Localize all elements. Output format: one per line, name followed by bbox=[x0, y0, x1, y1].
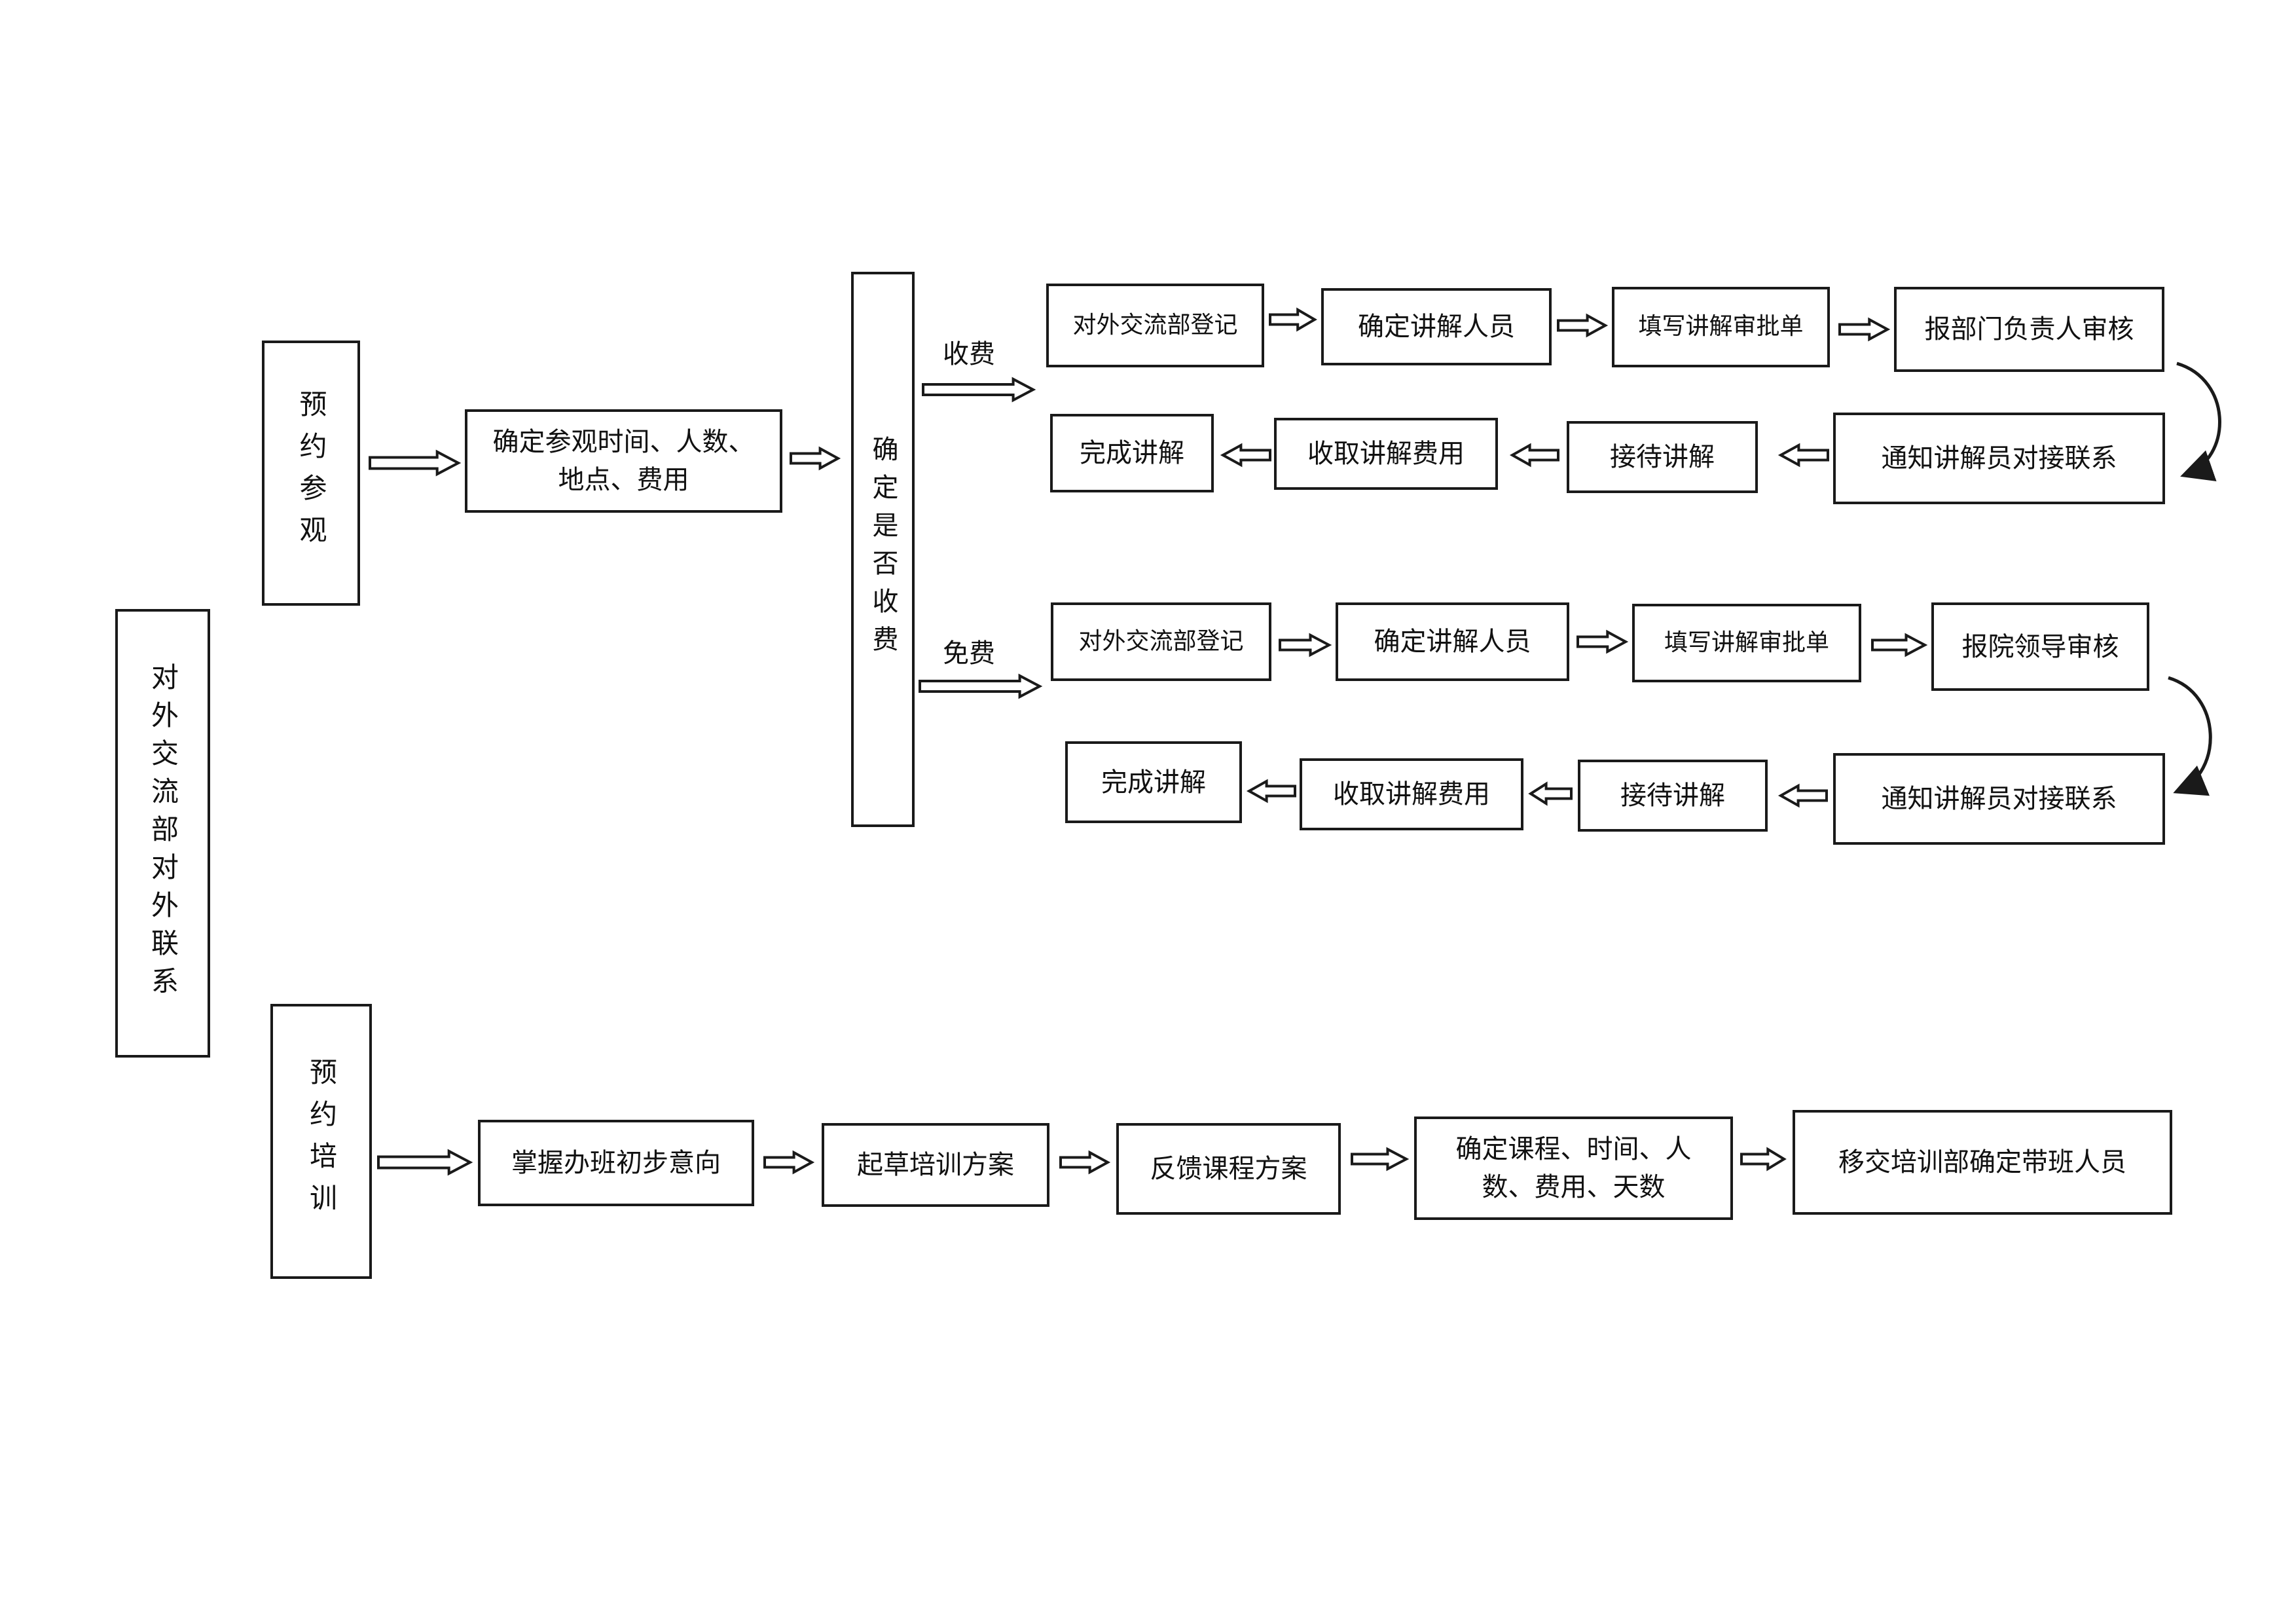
paid-form-to-review-arrow bbox=[1838, 317, 1891, 342]
training-feedback-box: 反馈课程方案 bbox=[1116, 1123, 1341, 1215]
feedback-to-confirm-arrow bbox=[1351, 1147, 1410, 1172]
training-draft-plan-label: 起草培训方案 bbox=[857, 1150, 1014, 1180]
free-leader-review-box: 报院领导审核 bbox=[1931, 602, 2149, 691]
paid-collect-fee-box: 收取讲解费用 bbox=[1274, 418, 1498, 490]
training-confirm-course-label: 确定课程、时间、人数、费用、天数 bbox=[1455, 1134, 1692, 1202]
intent-to-draft-arrow bbox=[763, 1150, 815, 1175]
free-register-box: 对外交流部登记 bbox=[1051, 602, 1271, 681]
paid-branch-label: 收费 bbox=[943, 339, 995, 369]
paid-fee-to-complete-arrow bbox=[1220, 443, 1271, 468]
free-complete-label: 完成讲解 bbox=[1101, 767, 1206, 798]
paid-approval-form-label: 填写讲解审批单 bbox=[1638, 313, 1804, 341]
free-assign-guide-label: 确定讲解人员 bbox=[1374, 627, 1531, 657]
free-reception-to-fee-arrow bbox=[1528, 781, 1573, 806]
free-return-curve-arrow bbox=[2168, 676, 2212, 796]
paid-complete-label: 完成讲解 bbox=[1080, 438, 1184, 468]
training-confirm-course-box: 确定课程、时间、人数、费用、天数 bbox=[1414, 1116, 1733, 1220]
free-fee-to-complete-arrow bbox=[1246, 779, 1296, 803]
draft-to-feedback-arrow bbox=[1059, 1150, 1111, 1175]
paid-register-to-assign-arrow bbox=[1269, 307, 1317, 332]
paid-reception-label: 接待讲解 bbox=[1610, 442, 1715, 472]
free-approval-form-box: 填写讲解审批单 bbox=[1632, 604, 1861, 682]
training-intent-label: 掌握办班初步意向 bbox=[511, 1148, 721, 1178]
free-register-to-assign-arrow bbox=[1279, 633, 1332, 657]
paid-complete-box: 完成讲解 bbox=[1050, 414, 1214, 492]
decision-to-free-arrow bbox=[919, 673, 1043, 699]
visit-to-details-arrow bbox=[369, 449, 462, 477]
free-notify-guide-label: 通知讲解员对接联系 bbox=[1881, 784, 2117, 814]
free-branch-label: 免费 bbox=[943, 638, 995, 669]
paid-reception-box: 接待讲解 bbox=[1567, 421, 1758, 493]
paid-register-box: 对外交流部登记 bbox=[1046, 284, 1264, 367]
visit-title: 预约参观 bbox=[295, 389, 327, 557]
decision-to-paid-arrow bbox=[922, 377, 1036, 403]
paid-assign-guide-label: 确定讲解人员 bbox=[1358, 312, 1515, 342]
free-reception-box: 接待讲解 bbox=[1578, 760, 1768, 832]
training-intent-box: 掌握办班初步意向 bbox=[478, 1120, 754, 1206]
training-title: 预约培训 bbox=[305, 1058, 338, 1225]
training-to-intent-arrow bbox=[377, 1149, 473, 1176]
paid-collect-fee-label: 收取讲解费用 bbox=[1307, 439, 1465, 469]
visit-step-confirm-details-label: 确定参观时间、人数、地点、费用 bbox=[492, 427, 755, 495]
details-to-decision-arrow bbox=[790, 446, 841, 471]
paid-reception-to-fee-arrow bbox=[1509, 443, 1559, 468]
training-handover-label: 移交培训部确定带班人员 bbox=[1838, 1147, 2126, 1177]
decision-node: 确定是否收费 bbox=[851, 272, 915, 827]
paid-notify-to-reception-arrow bbox=[1777, 443, 1829, 468]
free-approval-form-label: 填写讲解审批单 bbox=[1664, 629, 1829, 656]
free-collect-fee-label: 收取讲解费用 bbox=[1333, 779, 1490, 809]
paid-approval-form-box: 填写讲解审批单 bbox=[1612, 287, 1830, 367]
decision-label: 确定是否收费 bbox=[867, 435, 898, 663]
free-leader-review-label: 报院领导审核 bbox=[1961, 631, 2119, 662]
free-notify-to-reception-arrow bbox=[1777, 783, 1828, 808]
training-handover-box: 移交培训部确定带班人员 bbox=[1793, 1110, 2172, 1215]
paid-assign-to-form-arrow bbox=[1557, 313, 1609, 338]
free-reception-label: 接待讲解 bbox=[1620, 781, 1725, 811]
free-form-to-review-arrow bbox=[1871, 633, 1928, 657]
free-collect-fee-box: 收取讲解费用 bbox=[1300, 758, 1523, 830]
free-assign-to-form-arrow bbox=[1576, 629, 1629, 654]
paid-return-curve-arrow bbox=[2176, 361, 2221, 481]
free-complete-box: 完成讲解 bbox=[1065, 741, 1242, 823]
visit-node: 预约参观 bbox=[262, 341, 360, 606]
root-label: 对外交流部对外联系 bbox=[147, 662, 179, 1005]
paid-assign-guide-box: 确定讲解人员 bbox=[1321, 288, 1552, 365]
paid-notify-guide-box: 通知讲解员对接联系 bbox=[1833, 413, 2165, 504]
training-node: 预约培训 bbox=[270, 1004, 372, 1279]
free-assign-guide-box: 确定讲解人员 bbox=[1336, 602, 1569, 681]
training-feedback-label: 反馈课程方案 bbox=[1150, 1154, 1307, 1184]
free-register-label: 对外交流部登记 bbox=[1078, 627, 1244, 655]
confirm-to-handover-arrow bbox=[1740, 1147, 1787, 1172]
free-notify-guide-box: 通知讲解员对接联系 bbox=[1833, 753, 2165, 845]
paid-dept-review-box: 报部门负责人审核 bbox=[1894, 287, 2164, 372]
root-node: 对外交流部对外联系 bbox=[115, 609, 210, 1058]
paid-notify-guide-label: 通知讲解员对接联系 bbox=[1881, 443, 2117, 473]
paid-register-label: 对外交流部登记 bbox=[1072, 311, 1238, 339]
paid-dept-review-label: 报部门负责人审核 bbox=[1924, 314, 2134, 344]
visit-step-confirm-details: 确定参观时间、人数、地点、费用 bbox=[465, 409, 782, 513]
training-draft-plan-box: 起草培训方案 bbox=[822, 1123, 1049, 1207]
